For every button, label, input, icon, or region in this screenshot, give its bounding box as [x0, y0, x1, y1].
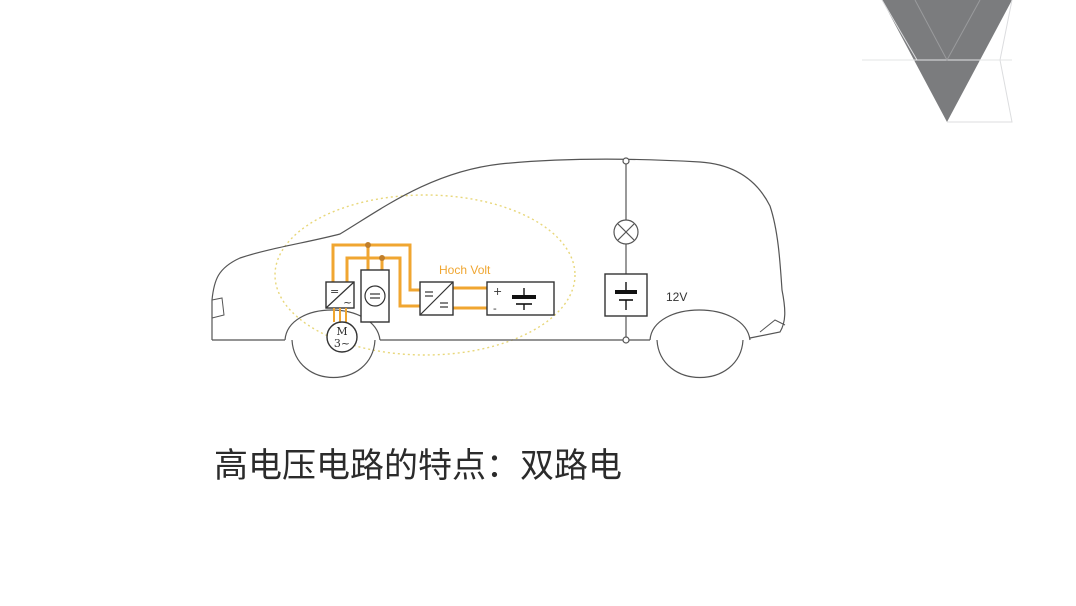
dual-circuit-car-diagram: 12V = ~ M 3~	[211, 157, 786, 379]
front-wheel-arch	[284, 309, 381, 341]
battery-minus-sign: -	[493, 302, 497, 315]
rear-wheel	[656, 339, 744, 379]
hv-node-1	[365, 242, 371, 248]
slide-caption: 高电压电路的特点：双路电	[214, 446, 622, 486]
hv-wire-outer	[331, 243, 420, 292]
low-voltage-circuit: 12V	[604, 157, 687, 344]
high-voltage-circuit: = ~ M 3~	[325, 242, 555, 353]
hv-wire-inner	[345, 256, 420, 308]
rear-bumper-detail	[759, 319, 786, 333]
inverter-dc-symbol: =	[330, 285, 339, 298]
inverter-icon: = ~	[325, 281, 355, 309]
motor-label-m: M	[336, 325, 347, 338]
motor-icon: M 3~	[326, 321, 358, 353]
lv-label: 12V	[666, 290, 687, 304]
battery-plus-sign: +	[493, 285, 502, 298]
front-wheel	[291, 339, 376, 379]
lamp-icon	[613, 219, 639, 245]
motor-label-phase: 3~	[334, 337, 350, 350]
hv-battery-icon: + -	[486, 281, 555, 316]
top-junction	[622, 157, 630, 165]
car-body-outline	[211, 158, 786, 340]
front-bumper-detail	[211, 297, 225, 319]
light-triangle-line-right	[947, 0, 1013, 123]
hv-label: Hoch Volt	[439, 263, 491, 277]
lv-battery-icon	[604, 273, 648, 317]
triangle-pattern	[862, 0, 1013, 123]
dcdc-converter-icon	[419, 281, 454, 316]
hv-node-2	[379, 255, 385, 261]
high-voltage-zone	[274, 194, 576, 356]
inverter-ac-symbol: ~	[343, 296, 352, 309]
dc-link-icon	[360, 269, 390, 323]
inner-triangle-line	[914, 0, 981, 62]
rear-wheel-arch	[649, 309, 751, 341]
bottom-junction	[622, 336, 630, 344]
